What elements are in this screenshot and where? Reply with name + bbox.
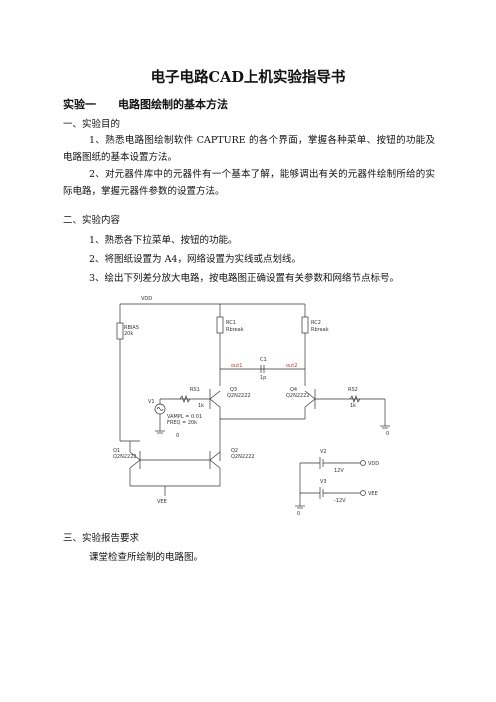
- rs2-name: RS2: [348, 387, 358, 393]
- v2-name: V2: [320, 449, 327, 455]
- v1-vampl: VAMPL = 0.01: [167, 414, 202, 420]
- purpose-item-1: 1、熟悉电路图绘制软件 CAPTURE 的各个界面，掌握各种菜单、按钮的功能及电…: [63, 135, 435, 163]
- q3-name: Q3: [230, 387, 237, 393]
- experiment-name: 电路图绘制的基本方法: [118, 98, 228, 111]
- v1-freq: FREQ = 20k: [167, 420, 197, 426]
- q2-model: Q2N2222: [231, 454, 255, 460]
- v3-net-label: VEE: [368, 491, 378, 497]
- q1-name: Q1: [113, 448, 120, 454]
- differential-amplifier-schematic: VDD RBIAS 20k RC1 Rbreak RC2 Rbreak C1 1…: [113, 296, 390, 516]
- purpose-item-2: 2、对元器件库中的元器件有一个基本了解，能够调出有关的元器件绘制所给的实际电路，…: [63, 169, 435, 197]
- v2-net-label: VDD: [368, 461, 379, 467]
- page-title: 电子电路CAD上机实验指导书: [150, 69, 346, 86]
- rs2-value: 1k: [350, 403, 356, 409]
- content-item-1: 1、熟悉各下拉菜单、按钮的功能。: [89, 235, 238, 246]
- q4-model: Q2N2222: [286, 393, 310, 399]
- q4-name: Q4: [290, 387, 297, 393]
- c1-value: 1p: [260, 375, 266, 381]
- out2-label: out2: [286, 363, 297, 369]
- rbias-value: 20k: [124, 331, 133, 337]
- rs1-value: 1k: [198, 403, 204, 409]
- report-item-1: 课堂检查所绘制的电路图。: [89, 552, 204, 563]
- c1-name: C1: [260, 357, 267, 363]
- v1-name: V1: [148, 399, 155, 405]
- ground-rs2-label: 0: [386, 431, 389, 437]
- q2-name: Q2: [231, 448, 238, 454]
- rc2-name: RC2: [311, 320, 321, 326]
- rc1-name: RC1: [226, 320, 236, 326]
- ground-supply-label: 0: [297, 511, 300, 516]
- q3-model: Q2N2222: [227, 393, 251, 399]
- content-item-2: 2、将图纸设置为 A4，网络设置为实线或点划线。: [89, 254, 301, 265]
- out1-label: out1: [231, 363, 242, 369]
- vee-bottom-label: VEE: [157, 499, 167, 505]
- v3-name: V3: [320, 479, 327, 485]
- rc1-model: Rbreak: [226, 327, 244, 333]
- section-heading-purpose: 一、实验目的: [63, 119, 121, 130]
- rc2-model: Rbreak: [311, 327, 329, 333]
- rs1-name: RS1: [190, 387, 200, 393]
- v2-value: 12V: [334, 468, 344, 474]
- q1-model: Q2N2222: [113, 454, 137, 460]
- ground-v1-label: 0: [176, 433, 179, 439]
- content-item-3: 3、绘出下列差分放大电路，按电路图正确设置有关参数和网络节点标号。: [89, 273, 400, 284]
- experiment-number: 实验一: [63, 98, 96, 111]
- v3-value: -12V: [334, 498, 346, 504]
- section-heading-report: 三、实验报告要求: [63, 533, 140, 544]
- section-heading-content: 二、实验内容: [63, 215, 121, 226]
- rbias-name: RBIAS: [124, 325, 139, 331]
- vdd-top-label: VDD: [141, 296, 152, 302]
